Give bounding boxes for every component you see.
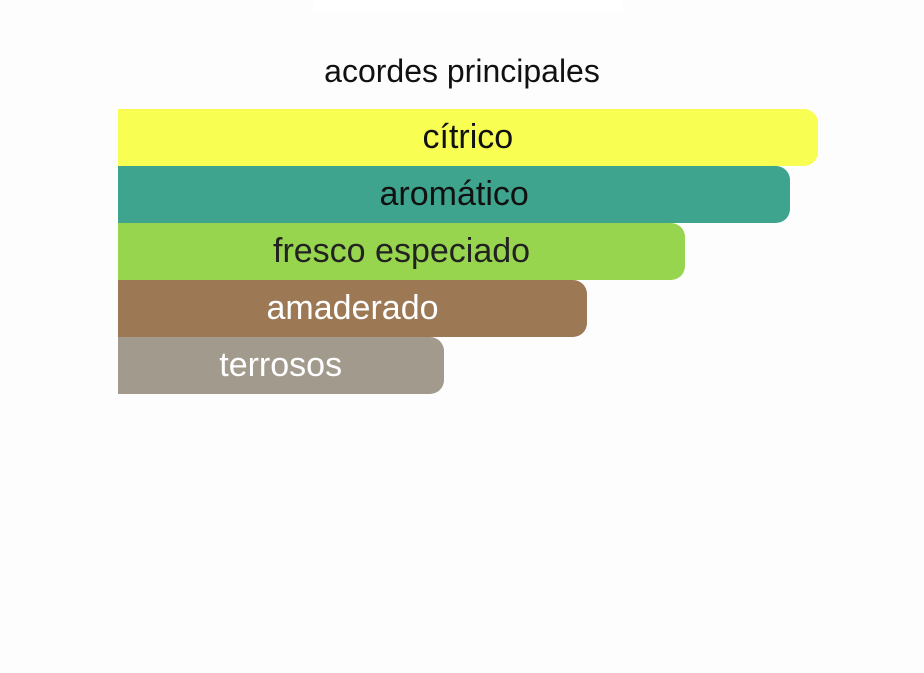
bar-4 (118, 337, 444, 394)
chart-title: acordes principales (324, 53, 600, 89)
bar-label-4: terrosos (219, 346, 343, 384)
bar-label-1: aromático (379, 175, 529, 213)
bar-label-2: fresco especiado (273, 232, 531, 270)
bar-0 (118, 109, 818, 166)
bar-label-3: amaderado (266, 289, 439, 327)
bar-3 (118, 280, 587, 337)
bar-1 (118, 166, 790, 223)
bar-2 (118, 223, 685, 280)
top-strip (313, 0, 623, 12)
bar-label-0: cítrico (422, 118, 514, 156)
